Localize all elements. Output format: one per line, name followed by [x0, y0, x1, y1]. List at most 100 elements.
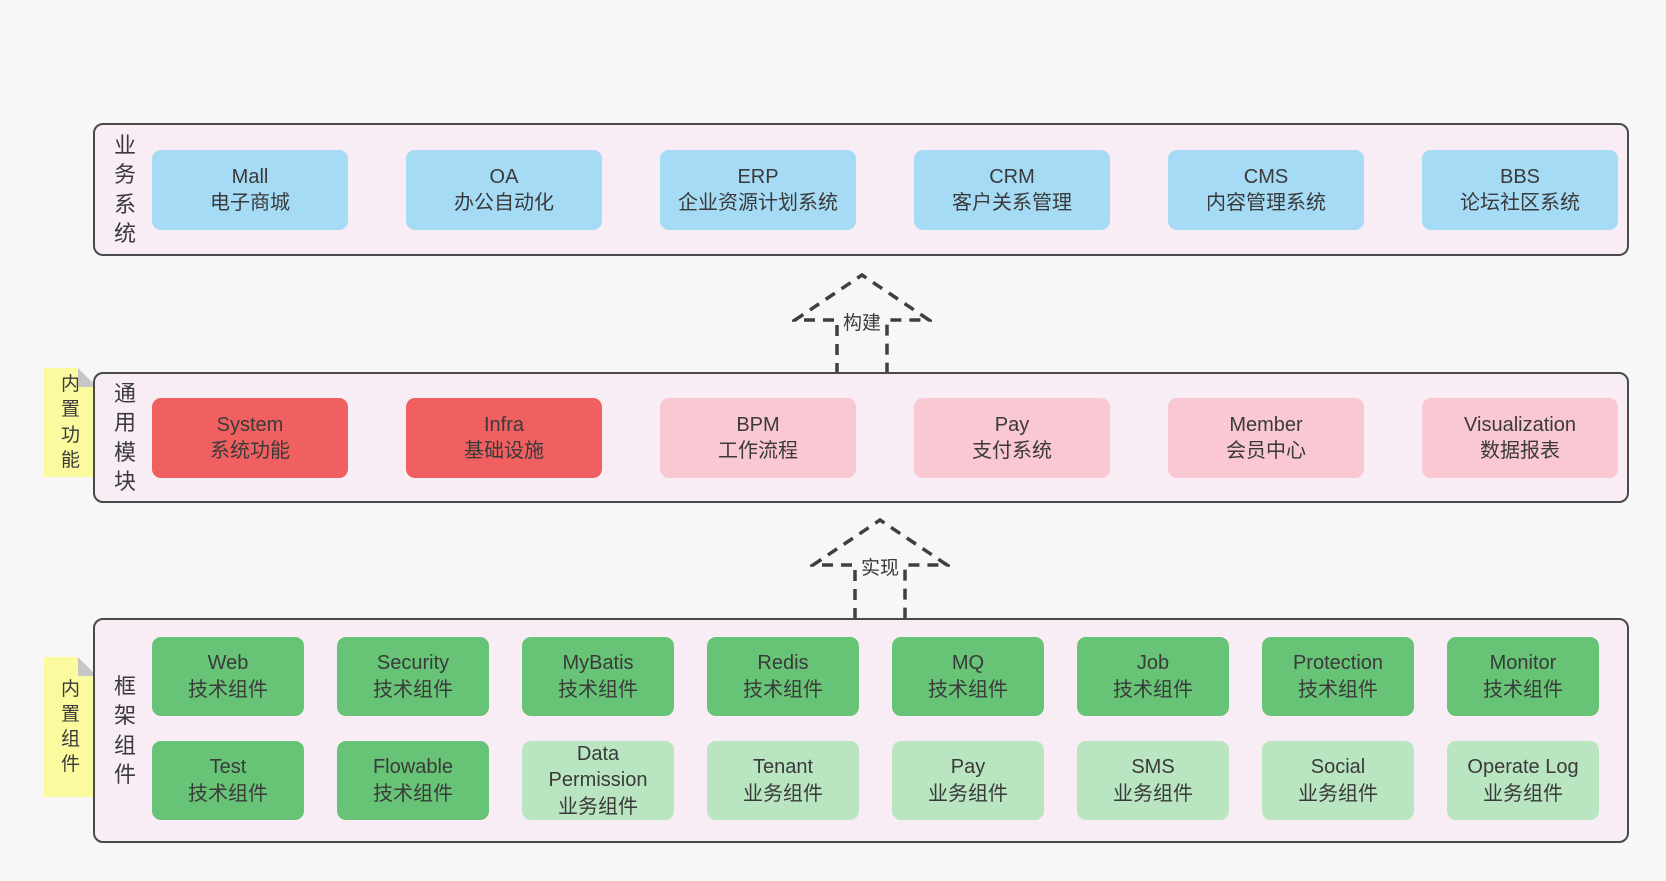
box-cms: CMS 内容管理系统	[1168, 150, 1364, 230]
box-pay-system: Pay 支付系统	[914, 398, 1110, 478]
panel-label-common-modules: 通用模块	[101, 374, 149, 501]
box-title: Redis	[757, 652, 809, 675]
box-title: Social	[1310, 756, 1366, 779]
box-subtitle: 基础设施	[464, 440, 544, 462]
arrow-label-build: 构建	[839, 308, 885, 335]
up-arrow-icon	[810, 517, 950, 619]
panel-label-text: 业务系统	[113, 133, 136, 246]
box-mall: Mall 电子商城	[152, 150, 348, 230]
box-title: BBS	[1499, 165, 1541, 188]
box-title: Data Permission	[548, 742, 648, 792]
box-title: MyBatis	[562, 652, 634, 675]
box-title: Test	[209, 756, 247, 779]
folded-corner	[78, 368, 97, 387]
box-title: CMS	[1243, 165, 1289, 188]
box-title: Web	[207, 652, 249, 675]
box-title: Monitor	[1489, 652, 1557, 675]
box-tenant: Tenant 业务组件	[707, 741, 859, 820]
box-subtitle: 支付系统	[972, 440, 1052, 462]
box-subtitle: 技术组件	[373, 678, 453, 701]
box-bpm: BPM 工作流程	[660, 398, 856, 478]
box-title: MQ	[951, 652, 985, 675]
box-subtitle: 业务组件	[558, 795, 638, 818]
box-subtitle: 会员中心	[1226, 440, 1306, 462]
dashed-up-arrow-build: 构建	[792, 272, 932, 374]
box-title: Mall	[231, 165, 269, 188]
box-title: ERP	[737, 165, 779, 188]
sticky-note-text: 内置组件	[60, 678, 80, 776]
box-title: CRM	[989, 165, 1035, 188]
box-infra: Infra 基础设施	[406, 398, 602, 478]
box-subtitle: 业务组件	[928, 782, 1008, 805]
box-social: Social 业务组件	[1262, 741, 1414, 820]
box-job: Job 技术组件	[1077, 637, 1229, 716]
framework-row-1: Web 技术组件 Security 技术组件 MyBatis 技术组件 Redi…	[152, 637, 1599, 716]
box-subtitle: 客户关系管理	[952, 192, 1072, 214]
box-system: System 系统功能	[152, 398, 348, 478]
box-subtitle: 技术组件	[188, 678, 268, 701]
box-title: Member	[1229, 413, 1303, 436]
box-subtitle: 技术组件	[1483, 678, 1563, 701]
box-subtitle: 业务组件	[743, 782, 823, 805]
sticky-note-builtin-components: 内置组件	[44, 657, 97, 797]
box-title: Tenant	[752, 756, 814, 779]
box-member: Member 会员中心	[1168, 398, 1364, 478]
box-security: Security 技术组件	[337, 637, 489, 716]
box-subtitle: 技术组件	[558, 678, 638, 701]
box-subtitle: 业务组件	[1483, 782, 1563, 805]
panel-label-text: 通用模块	[113, 381, 136, 494]
box-subtitle: 系统功能	[210, 440, 290, 462]
box-title: Visualization	[1464, 413, 1576, 436]
box-mybatis: MyBatis 技术组件	[522, 637, 674, 716]
box-title: Operate Log	[1467, 756, 1579, 779]
box-operate-log: Operate Log 业务组件	[1447, 741, 1599, 820]
box-subtitle: 技术组件	[743, 678, 823, 701]
sticky-note-builtin-features: 内置功能	[44, 368, 97, 477]
business-boxes-row: Mall 电子商城 OA 办公自动化 ERP 企业资源计划系统 CRM 客户关系…	[152, 150, 1618, 230]
box-title: Pay	[994, 413, 1030, 436]
up-arrow-icon	[792, 272, 932, 374]
box-subtitle: 工作流程	[718, 440, 798, 462]
box-subtitle: 内容管理系统	[1206, 192, 1326, 214]
box-flowable: Flowable 技术组件	[337, 741, 489, 820]
box-subtitle: 技术组件	[1298, 678, 1378, 701]
box-redis: Redis 技术组件	[707, 637, 859, 716]
common-boxes-row: System 系统功能 Infra 基础设施 BPM 工作流程 Pay 支付系统…	[152, 398, 1618, 478]
sticky-note-text: 内置功能	[60, 374, 80, 471]
box-title: SMS	[1131, 756, 1175, 779]
box-web: Web 技术组件	[152, 637, 304, 716]
box-subtitle: 技术组件	[188, 782, 268, 805]
panel-label-business-systems: 业务系统	[101, 125, 149, 254]
box-subtitle: 业务组件	[1298, 782, 1378, 805]
box-title: Protection	[1292, 652, 1384, 675]
dashed-up-arrow-implement: 实现	[810, 517, 950, 619]
panel-common-modules: 通用模块 System 系统功能 Infra 基础设施 BPM 工作流程 Pay…	[93, 372, 1629, 503]
box-pay-component: Pay 业务组件	[892, 741, 1044, 820]
box-subtitle: 论坛社区系统	[1460, 192, 1580, 214]
box-mq: MQ 技术组件	[892, 637, 1044, 716]
box-subtitle: 电子商城	[210, 192, 290, 214]
folded-corner	[78, 657, 97, 676]
box-bbs: BBS 论坛社区系统	[1422, 150, 1618, 230]
box-title: System	[216, 413, 284, 436]
box-subtitle: 技术组件	[1113, 678, 1193, 701]
box-erp: ERP 企业资源计划系统	[660, 150, 856, 230]
box-title: Infra	[483, 413, 525, 436]
box-title: Security	[376, 652, 450, 675]
box-title: Job	[1136, 652, 1170, 675]
box-title: Pay	[950, 756, 986, 779]
box-title: OA	[489, 165, 519, 188]
box-title: Flowable	[372, 756, 454, 779]
box-protection: Protection 技术组件	[1262, 637, 1414, 716]
panel-framework-components: 框架组件 Web 技术组件 Security 技术组件 MyBatis 技术组件…	[93, 618, 1629, 843]
box-subtitle: 业务组件	[1113, 782, 1193, 805]
box-subtitle: 数据报表	[1480, 440, 1560, 462]
box-visualization: Visualization 数据报表	[1422, 398, 1618, 478]
box-subtitle: 办公自动化	[454, 192, 554, 214]
panel-business-systems: 业务系统 Mall 电子商城 OA 办公自动化 ERP 企业资源计划系统 CRM…	[93, 123, 1629, 256]
box-crm: CRM 客户关系管理	[914, 150, 1110, 230]
box-subtitle: 企业资源计划系统	[678, 192, 838, 214]
panel-label-framework-components: 框架组件	[101, 620, 149, 841]
box-oa: OA 办公自动化	[406, 150, 602, 230]
panel-label-text: 框架组件	[113, 674, 136, 787]
